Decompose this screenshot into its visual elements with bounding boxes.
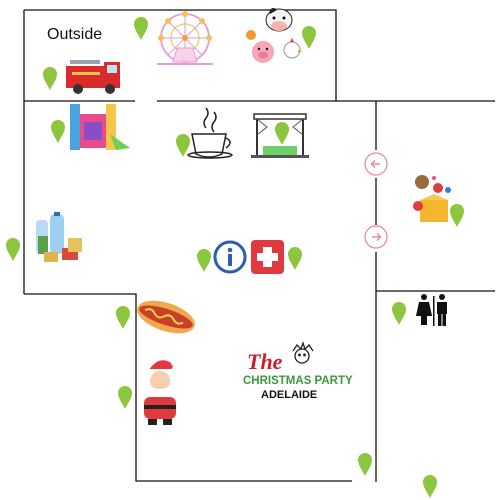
map-pin-icon[interactable] — [450, 204, 464, 227]
event-logo: The CHRISTMAS PARTY ADELAIDE — [243, 340, 353, 401]
stage-icon[interactable] — [251, 113, 309, 158]
map-pin-icon[interactable] — [6, 238, 20, 261]
map-pin-icon[interactable] — [423, 475, 437, 498]
toys-icon[interactable] — [413, 175, 451, 222]
map-pin-icon[interactable] — [392, 302, 406, 325]
information-icon[interactable] — [213, 240, 247, 274]
map-pin-icon[interactable] — [51, 120, 65, 143]
bouncy-castle-icon[interactable] — [70, 104, 130, 150]
venue-walls — [23, 9, 495, 482]
santa-icon[interactable] — [144, 360, 177, 425]
map-pin-icon[interactable] — [116, 306, 130, 329]
map-pin-icon[interactable] — [197, 249, 211, 272]
map-pin-icon[interactable] — [43, 67, 57, 90]
logo-face-icon — [292, 340, 314, 364]
first-aid-icon[interactable] — [251, 240, 284, 274]
map-pin-icon[interactable] — [302, 26, 316, 49]
map-pin-icon[interactable] — [275, 122, 289, 145]
map-pin-icon[interactable] — [358, 453, 372, 476]
logo-line-adelaide: ADELAIDE — [261, 389, 317, 401]
food-drinks-icon[interactable] — [36, 212, 82, 262]
fire-truck-icon[interactable] — [66, 60, 120, 94]
arrow-left-icon[interactable] — [364, 152, 388, 176]
map-pins — [6, 17, 464, 498]
hot-dog-icon[interactable] — [133, 294, 199, 339]
restroom-icon[interactable] — [416, 294, 447, 326]
logo-line-the: The — [247, 349, 283, 374]
ferris-wheel-icon[interactable] — [157, 11, 213, 65]
farm-animals-icon[interactable] — [246, 7, 303, 63]
outside-area-label: Outside — [47, 26, 102, 43]
map-pin-icon[interactable] — [176, 134, 190, 157]
logo-line-christmas-party: CHRISTMAS PARTY — [243, 375, 353, 387]
map-pin-icon[interactable] — [134, 17, 148, 40]
coffee-cup-icon[interactable] — [187, 107, 233, 159]
map-pin-icon[interactable] — [288, 247, 302, 270]
arrow-right-icon[interactable] — [364, 225, 388, 249]
map-pin-icon[interactable] — [118, 386, 132, 409]
